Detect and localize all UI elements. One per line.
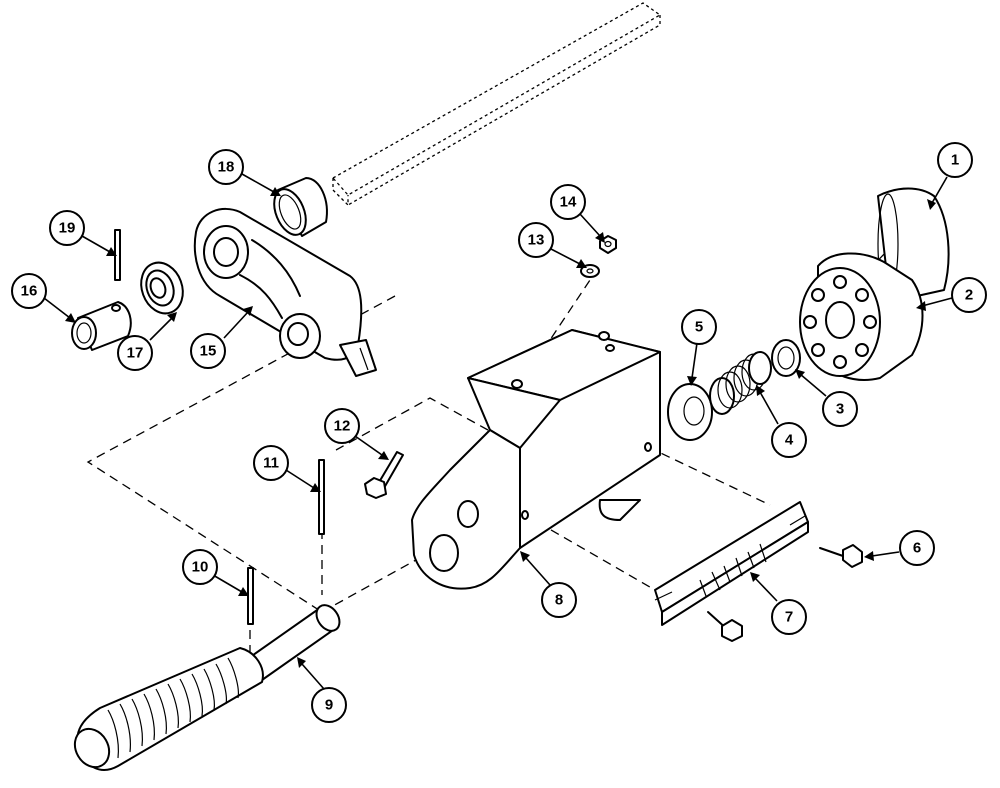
svg-text:13: 13 xyxy=(528,232,545,249)
svg-text:1: 1 xyxy=(951,152,959,169)
roll-pin-11 xyxy=(318,459,325,535)
threaded-rod xyxy=(73,604,341,771)
callout-11: 11 xyxy=(253,445,289,481)
callout-4: 4 xyxy=(771,422,807,458)
callout-leaders xyxy=(43,173,953,690)
callout-13: 13 xyxy=(518,222,554,258)
svg-text:15: 15 xyxy=(200,343,217,360)
svg-text:11: 11 xyxy=(263,455,279,472)
svg-text:17: 17 xyxy=(127,345,144,362)
callout-10: 10 xyxy=(182,549,218,585)
callout-5: 5 xyxy=(681,309,717,345)
callout-16: 16 xyxy=(11,273,47,309)
callout-18: 18 xyxy=(208,149,244,185)
pivot-arm xyxy=(193,207,377,377)
svg-text:2: 2 xyxy=(965,287,973,304)
mounting-bracket xyxy=(411,329,661,590)
callout-1: 1 xyxy=(937,142,973,178)
callout-19: 19 xyxy=(49,210,85,246)
svg-text:19: 19 xyxy=(59,220,76,237)
sleeve xyxy=(71,301,132,351)
callout-7: 7 xyxy=(771,599,807,635)
svg-text:9: 9 xyxy=(325,697,333,714)
svg-text:18: 18 xyxy=(218,159,235,176)
screws xyxy=(707,544,863,642)
callout-8: 8 xyxy=(541,582,577,618)
callout-12: 12 xyxy=(324,408,360,444)
svg-text:14: 14 xyxy=(560,194,577,211)
spring-washer xyxy=(667,383,713,441)
svg-text:3: 3 xyxy=(836,401,844,418)
callout-2: 2 xyxy=(951,277,987,313)
svg-text:5: 5 xyxy=(695,319,703,336)
compression-spring xyxy=(709,351,772,415)
svg-text:4: 4 xyxy=(785,432,794,449)
bearing xyxy=(140,261,184,315)
bushing xyxy=(273,177,328,237)
retaining-ring xyxy=(771,339,801,377)
adjuster-knob xyxy=(799,252,924,381)
phantom-shaft xyxy=(331,2,662,207)
adjuster-plate xyxy=(654,501,809,626)
callout-6: 6 xyxy=(899,530,935,566)
callout-15: 15 xyxy=(190,333,226,369)
callout-17: 17 xyxy=(117,335,153,371)
svg-text:16: 16 xyxy=(21,283,38,300)
svg-text:10: 10 xyxy=(192,559,209,576)
washer-and-nut xyxy=(580,235,617,278)
bolt xyxy=(364,451,404,499)
callout-3: 3 xyxy=(822,391,858,427)
svg-text:6: 6 xyxy=(913,540,921,557)
svg-text:12: 12 xyxy=(334,418,351,435)
callout-9: 9 xyxy=(311,687,347,723)
svg-text:7: 7 xyxy=(785,609,793,626)
svg-text:8: 8 xyxy=(555,592,563,609)
callout-14: 14 xyxy=(550,184,586,220)
